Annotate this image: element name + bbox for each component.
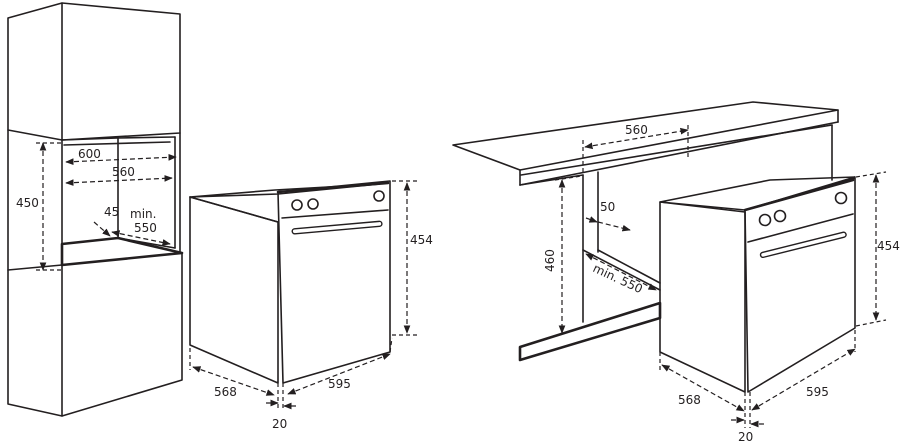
dim-50-label: 50 bbox=[600, 200, 615, 214]
dim-550-label: 550 bbox=[134, 221, 157, 235]
oven-left-side bbox=[189, 196, 279, 384]
oven-right-front bbox=[744, 177, 856, 393]
cabinet-lower-box bbox=[7, 252, 183, 417]
dim-595-right-label: 595 bbox=[806, 385, 829, 399]
dim-450-label: 450 bbox=[16, 196, 39, 210]
oven-right-knob-3-icon bbox=[834, 191, 848, 205]
oven-left-knob-1-icon bbox=[291, 199, 303, 211]
dim-600-label: 600 bbox=[78, 147, 101, 161]
dim-600: 600 bbox=[65, 147, 177, 166]
dim-460: 460 bbox=[543, 175, 583, 334]
oven-right-control-divider bbox=[747, 213, 854, 243]
dim-45-label: 45 bbox=[104, 205, 119, 219]
niche-floor bbox=[60, 236, 184, 267]
oven-right-knob-1-icon bbox=[758, 213, 772, 227]
dim-560-right: 560 bbox=[584, 123, 689, 150]
dim-454-right-label: 454 bbox=[877, 239, 900, 253]
dim-454-left-label: 454 bbox=[410, 233, 433, 247]
oven-right-handle bbox=[759, 231, 847, 259]
dim-50: 50 bbox=[585, 200, 631, 232]
counter bbox=[452, 101, 839, 362]
counter-floor bbox=[518, 301, 662, 362]
dim-45: 45 bbox=[93, 205, 119, 237]
dim-568-left-label: 568 bbox=[214, 385, 237, 399]
dim-568-right: 568 bbox=[659, 352, 745, 412]
dim-454-right: 454 bbox=[855, 171, 900, 327]
dim-454-left: 454 bbox=[392, 180, 433, 336]
dim-20-right-label: 20 bbox=[738, 430, 753, 443]
dim-560-right-label: 560 bbox=[625, 123, 648, 137]
dim-595-right: 595 bbox=[751, 330, 856, 411]
dim-min-label: min. bbox=[130, 207, 156, 221]
cabinet-upper-box bbox=[7, 2, 181, 141]
dim-450: 450 bbox=[16, 142, 64, 271]
dim-min-550: min. 550 bbox=[111, 207, 171, 246]
dim-20-right: 20 bbox=[731, 392, 764, 443]
oven-left-handle bbox=[291, 220, 383, 235]
dim-460-label: 460 bbox=[543, 249, 557, 272]
oven-left bbox=[189, 180, 391, 384]
dim-20-left-label: 20 bbox=[272, 417, 287, 431]
dim-560: 560 bbox=[65, 165, 173, 187]
oven-right-side bbox=[659, 201, 746, 393]
oven-left-control-divider bbox=[281, 209, 389, 219]
dim-20-left: 20 bbox=[266, 383, 296, 431]
oven-right-knob-2-icon bbox=[773, 209, 787, 223]
dim-595-left-label: 595 bbox=[328, 377, 351, 391]
dim-595-left: 595 bbox=[287, 337, 393, 395]
oven-right-top bbox=[659, 176, 856, 211]
oven-left-knob-2-icon bbox=[307, 198, 319, 210]
dim-560-label: 560 bbox=[112, 165, 135, 179]
dim-568-left: 568 bbox=[189, 348, 275, 399]
dim-568-right-label: 568 bbox=[678, 393, 701, 407]
oven-left-knob-3-icon bbox=[373, 190, 385, 202]
oven-right bbox=[659, 176, 856, 393]
